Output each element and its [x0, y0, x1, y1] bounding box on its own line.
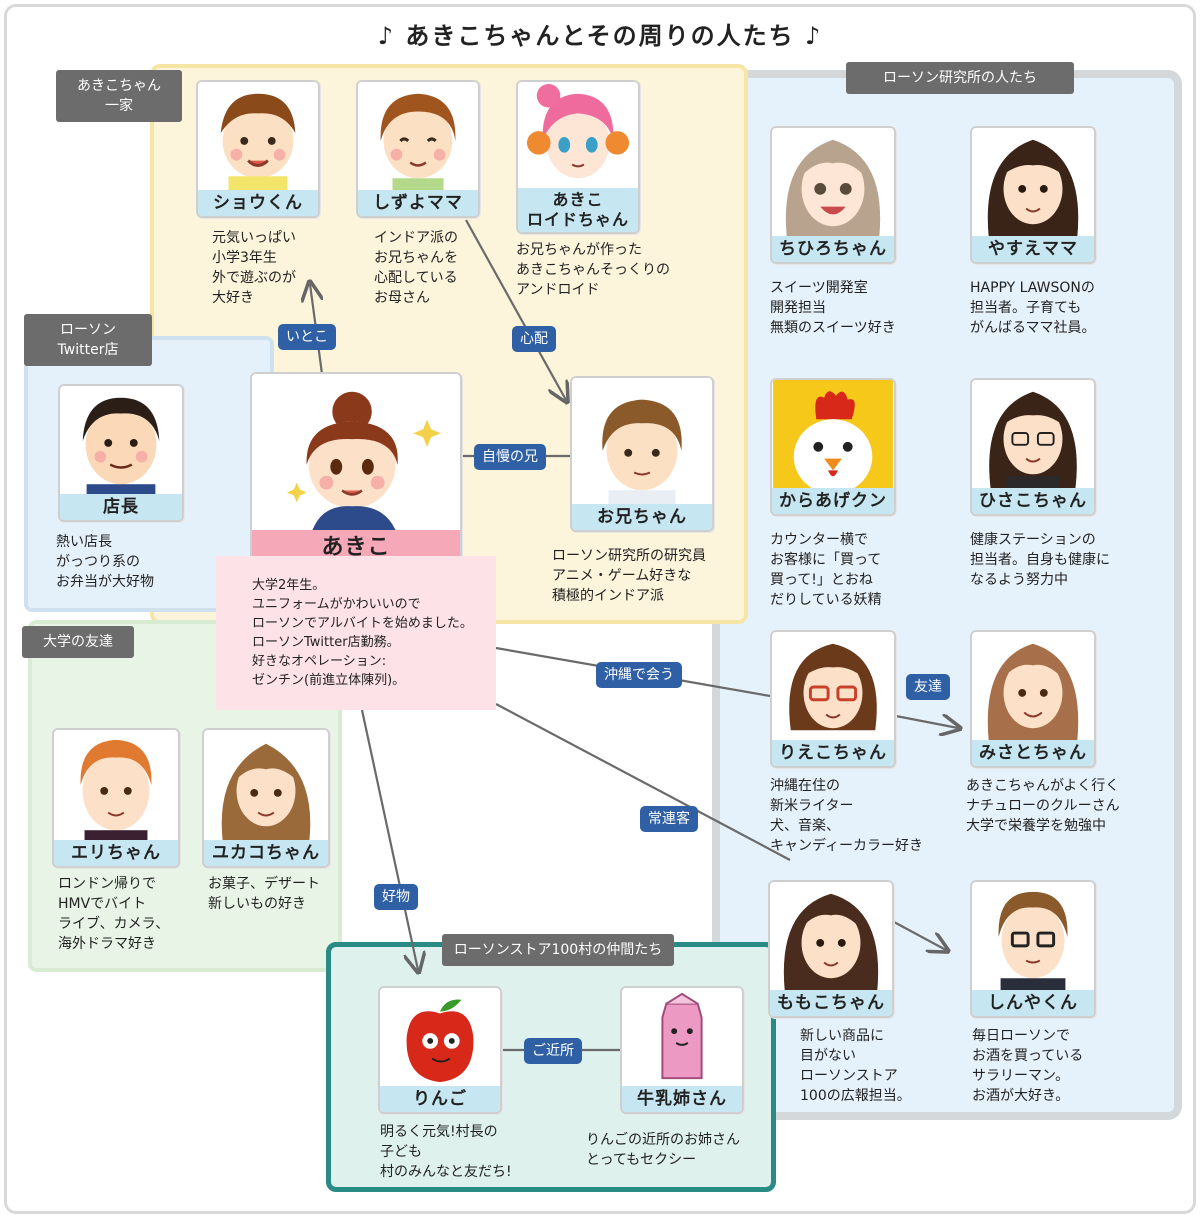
momoko-portrait [770, 882, 892, 992]
karaage-desc: カウンター横で お客様に「買って 買って!」とおね だりしている妖精 [770, 532, 882, 608]
relation-gokinjo: ご近所 [524, 1038, 582, 1064]
relation-kobutsu: 好物 [374, 884, 418, 910]
akikoloid-name: あきこ ロイドちゃん [518, 188, 638, 232]
shinya-desc: 毎日ローソンで お酒を買っている サラリーマン。 お酒が大好き。 [972, 1028, 1084, 1104]
momoko-name: ももこちゃん [770, 990, 892, 1016]
tencho-name: 店長 [60, 494, 182, 520]
arrow-akiko-ringo [360, 709, 418, 970]
group-label-twitter: ローソン Twitter店 [24, 314, 152, 366]
card-rieko[interactable]: りえこちゃん [770, 630, 896, 768]
karaage-name: からあげクン [772, 488, 894, 514]
shou-desc: 元気いっぱい 小学3年生 外で遊ぶのが 大好き [212, 230, 296, 306]
misato-name: みさとちゃん [972, 740, 1094, 766]
group-label-lab: ローソン研究所の人たち [846, 62, 1074, 94]
gyunyu-portrait [622, 988, 742, 1088]
eri-name: エリちゃん [54, 840, 178, 866]
tencho-portrait [60, 386, 182, 496]
group-label-friends: 大学の友達 [22, 626, 134, 658]
yasue-name: やすえママ [972, 236, 1094, 262]
card-chihiro[interactable]: ちひろちゃん [770, 126, 896, 264]
card-gyunyu[interactable]: 牛乳姉さん [620, 986, 744, 1114]
card-oniichan[interactable]: お兄ちゃん [570, 376, 714, 532]
card-tencho[interactable]: 店長 [58, 384, 184, 522]
oniichan-name: お兄ちゃん [572, 504, 712, 530]
card-momoko[interactable]: ももこちゃん [768, 880, 894, 1018]
gyunyu-name: 牛乳姉さん [622, 1086, 742, 1112]
shizuyo-name: しずよママ [358, 190, 478, 216]
diagram-title: ♪ あきこちゃんとその周りの人たち ♪ [377, 22, 823, 50]
gyunyu-desc: りんごの近所のお姉さん とってもセクシー [586, 1132, 740, 1168]
ringo-desc: 明るく元気!村長の 子ども 村のみんなと友だち! [380, 1124, 512, 1180]
ringo-name: りんご [380, 1086, 500, 1112]
arrow-shizuyo-oniichan [465, 219, 566, 400]
card-shinya[interactable]: しんやくん [970, 880, 1096, 1018]
group-label-store: ローソンストア100村の仲間たち [442, 934, 674, 966]
card-yasue[interactable]: やすえママ [970, 126, 1096, 264]
relation-itoko: いとこ [278, 324, 336, 350]
chihiro-name: ちひろちゃん [772, 236, 894, 262]
yukako-name: ユカコちゃん [204, 840, 328, 866]
yukako-desc: お菓子、デザート 新しいもの好き [208, 876, 320, 912]
card-shizuyo[interactable]: しずよママ [356, 80, 480, 218]
card-yukako[interactable]: ユカコちゃん [202, 728, 330, 868]
hisako-desc: 健康ステーションの 担当者。自身も健康に なるよう努力中 [970, 532, 1110, 588]
shou-name: ショウくん [198, 190, 318, 216]
card-hisako[interactable]: ひさこちゃん [970, 378, 1096, 516]
oniichan-desc: ローソン研究所の研究員 アニメ・ゲーム好きな 積極的インドア派 [552, 548, 706, 604]
akikoloid-desc: お兄ちゃんが作った あきこちゃんそっくりの アンドロイド [516, 242, 670, 298]
hisako-portrait [972, 380, 1094, 490]
relation-joren: 常連客 [640, 806, 698, 832]
misato-portrait [972, 632, 1094, 742]
relation-shinpai: 心配 [512, 326, 556, 352]
akiko-desc: 大学2年生。 ユニフォームがかわいいので ローソンでアルバイトを始めました。 ロ… [216, 556, 496, 710]
line-akiko-momoko [495, 703, 791, 861]
rieko-desc: 沖縄在住の 新米ライター 犬、音楽、 キャンディーカラー好き [770, 778, 924, 854]
misato-desc: あきこちゃんがよく行く ナチュローのクルーさん 大学で栄養学を勉強中 [966, 778, 1120, 834]
eri-desc: ロンドン帰りで HMVでバイト ライブ、カメラ、 海外ドラマ好き [58, 876, 170, 952]
tencho-desc: 熱い店長 がっつり系の お弁当が大好物 [56, 534, 154, 590]
shizuyo-portrait [358, 82, 478, 192]
shinya-name: しんやくん [972, 990, 1094, 1016]
card-eri[interactable]: エリちゃん [52, 728, 180, 868]
eri-portrait [54, 730, 178, 842]
relation-jiman: 自慢の兄 [474, 444, 546, 470]
rieko-portrait [772, 632, 894, 742]
card-akiko[interactable]: あきこ [250, 372, 462, 568]
yasue-desc: HAPPY LAWSONの 担当者。子育ても がんばるママ社員。 [970, 280, 1096, 336]
card-misato[interactable]: みさとちゃん [970, 630, 1096, 768]
yasue-portrait [972, 128, 1094, 238]
card-karaage[interactable]: からあげクン [770, 378, 896, 516]
card-shou[interactable]: ショウくん [196, 80, 320, 218]
shou-portrait [198, 82, 318, 192]
akikoloid-portrait [518, 82, 638, 188]
relation-tomodachi: 友達 [906, 674, 950, 700]
ringo-portrait [380, 988, 500, 1088]
hisako-name: ひさこちゃん [972, 488, 1094, 514]
arrow-rieko-misato [895, 716, 958, 728]
karaage-portrait [772, 380, 894, 490]
shinya-portrait [972, 882, 1094, 992]
group-label-family: あきこちゃん 一家 [56, 70, 182, 122]
rieko-name: りえこちゃん [772, 740, 894, 766]
card-akikoloid[interactable]: あきこ ロイドちゃん [516, 80, 640, 234]
akiko-portrait [252, 374, 460, 530]
card-ringo[interactable]: りんご [378, 986, 502, 1114]
momoko-desc: 新しい商品に 目がない ローソンストア 100の広報担当。 [800, 1028, 911, 1104]
shizuyo-desc: インドア派の お兄ちゃんを 心配している お母さん [374, 230, 458, 306]
arrow-momoko-shinya [893, 921, 946, 950]
chihiro-desc: スイーツ開発室 開発担当 無類のスイーツ好き [770, 280, 896, 336]
oniichan-portrait [572, 378, 712, 506]
yukako-portrait [204, 730, 328, 842]
relation-okinawa: 沖縄で会う [596, 662, 682, 688]
chihiro-portrait [772, 128, 894, 238]
